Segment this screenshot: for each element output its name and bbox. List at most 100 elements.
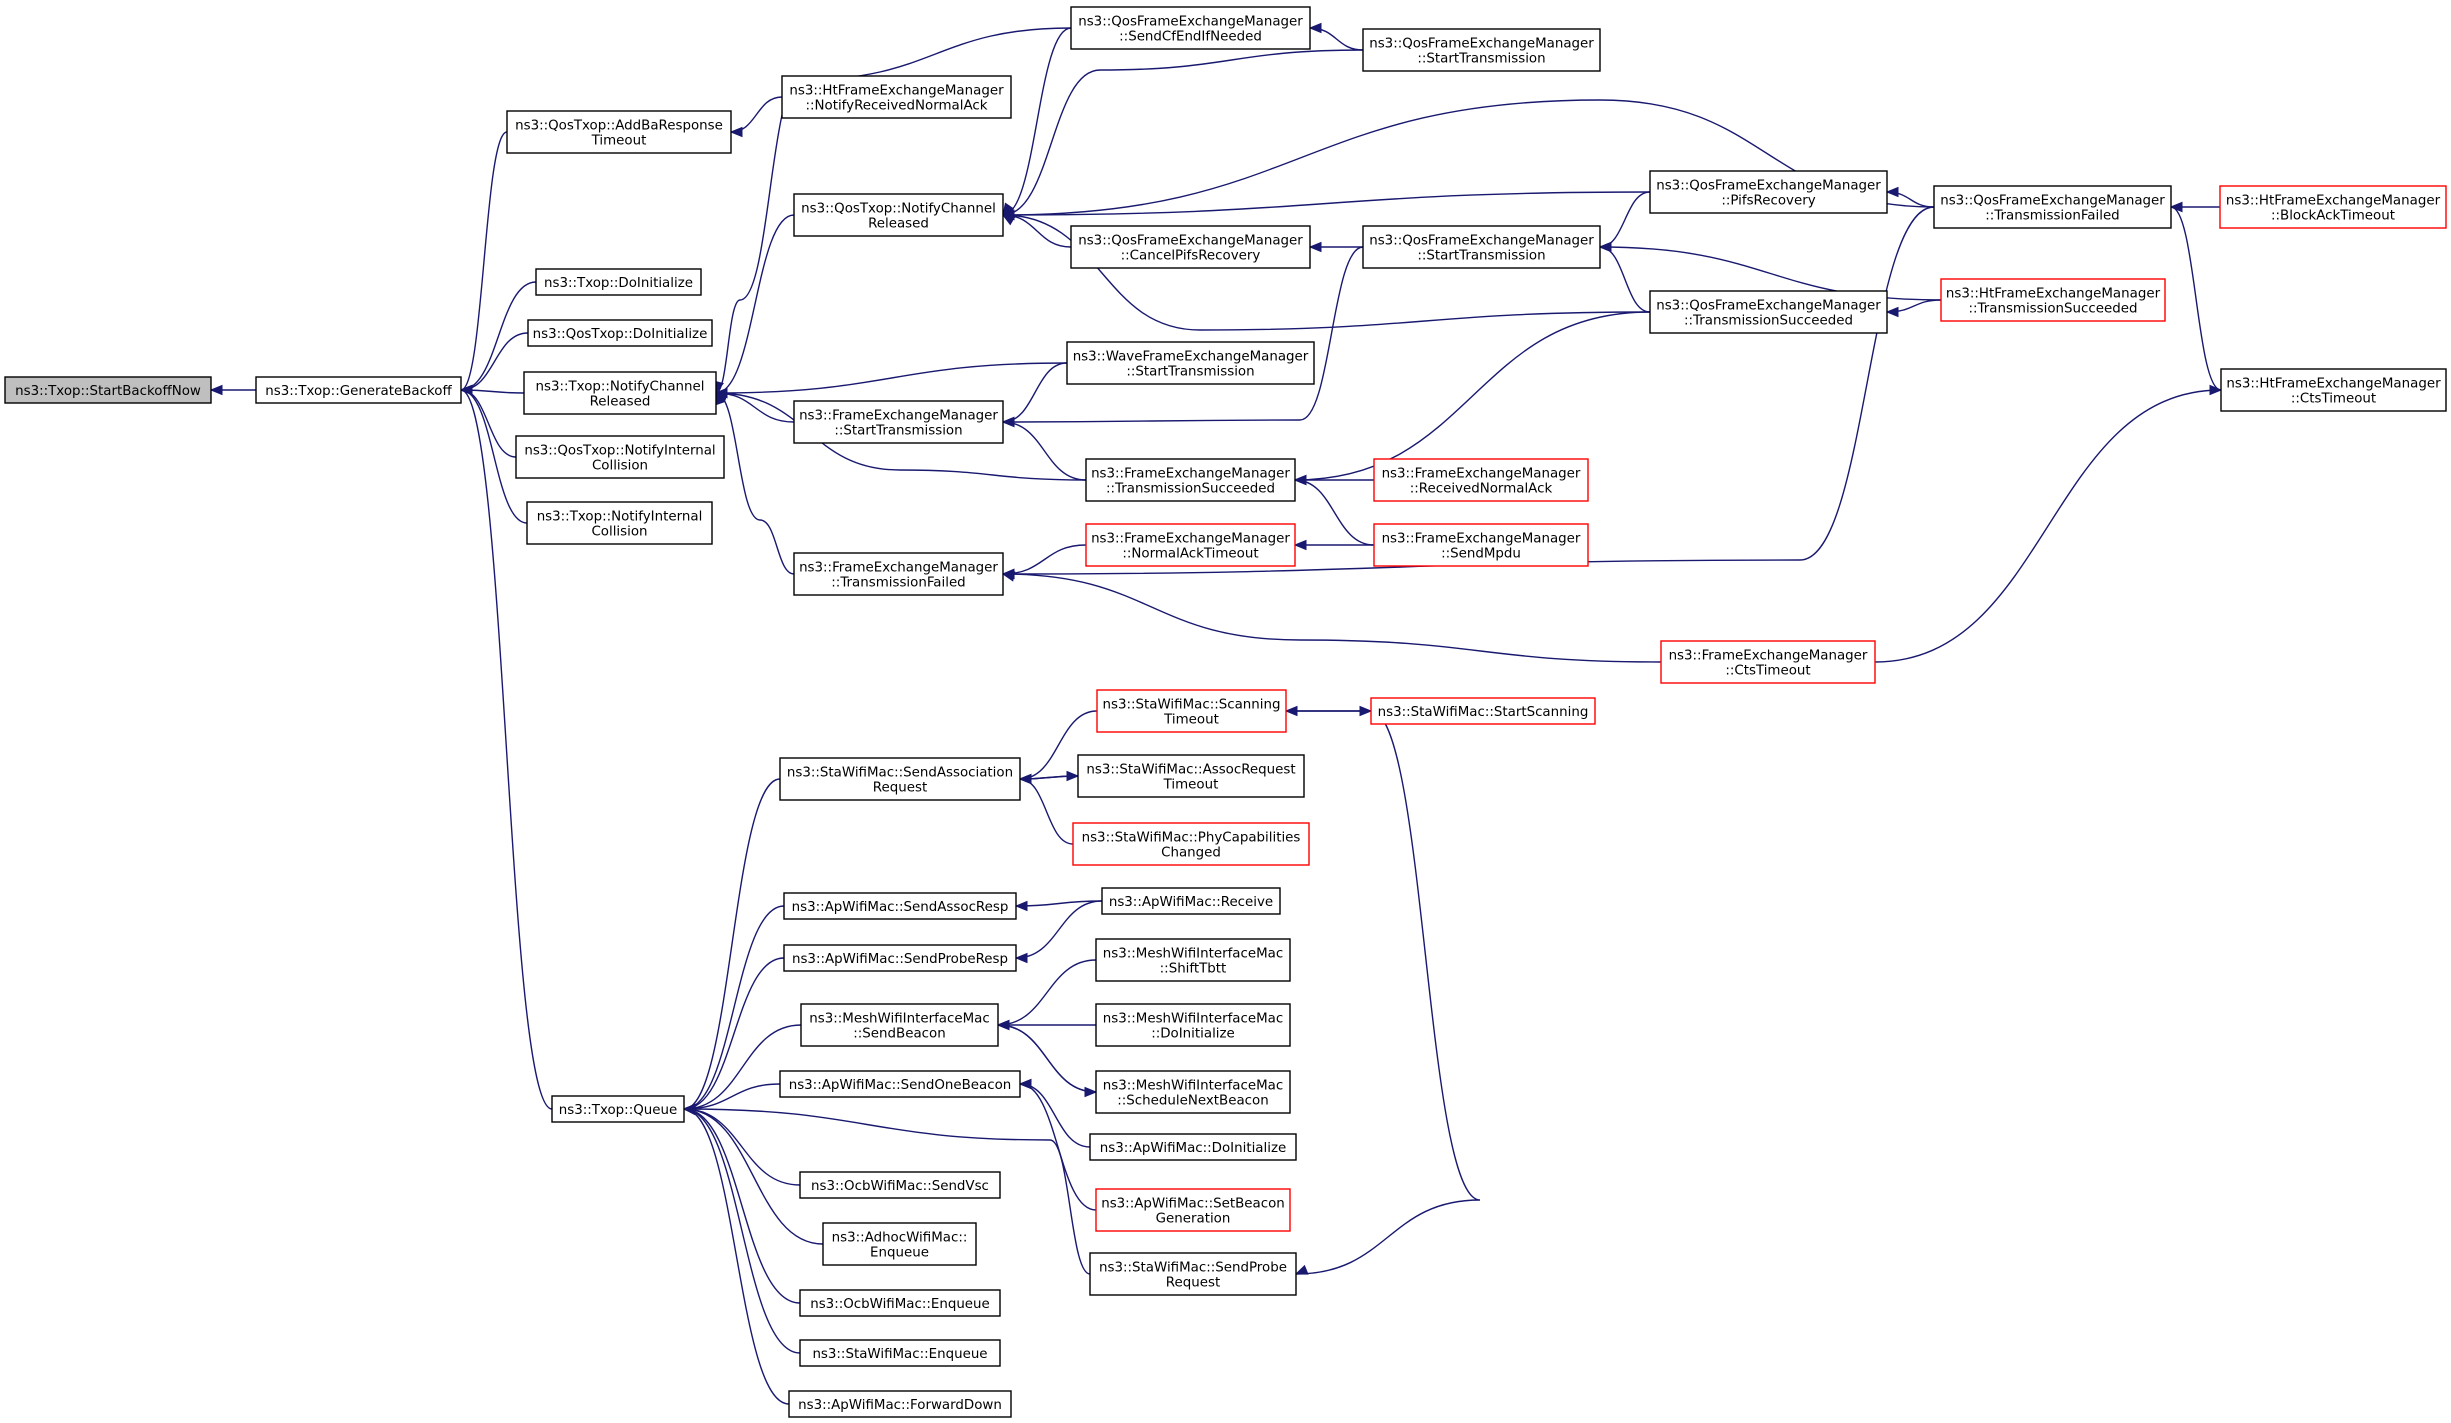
node-label: ::DoInitialize xyxy=(1151,1027,1235,1042)
call-edge xyxy=(1874,389,2222,663)
node-label: Released xyxy=(590,395,651,410)
node-label: ns3::QosTxop::AddBaResponse xyxy=(515,119,723,134)
node-ap-forward-down[interactable]: ns3::ApWifiMac::ForwardDown xyxy=(788,1390,1012,1418)
call-edge xyxy=(715,214,795,394)
node-label: Collision xyxy=(591,525,647,540)
node-qfem-start-tx2[interactable]: ns3::QosFrameExchangeManager::StartTrans… xyxy=(1362,225,1601,269)
call-edge xyxy=(683,1108,824,1245)
node-label: ::StartTransmission xyxy=(834,424,962,439)
node-label: ns3::QosFrameExchangeManager xyxy=(1656,179,1881,194)
node-qfem-tx-succeeded[interactable]: ns3::QosFrameExchangeManager::Transmissi… xyxy=(1649,290,1888,334)
node-fem-start-tx[interactable]: ns3::FrameExchangeManager::StartTransmis… xyxy=(793,400,1004,444)
node-box xyxy=(1095,1188,1291,1232)
node-box xyxy=(527,319,713,347)
node-label: ns3::WaveFrameExchangeManager xyxy=(1073,350,1309,365)
node-sta-enqueue[interactable]: ns3::StaWifiMac::Enqueue xyxy=(799,1339,1001,1367)
node-ocb-send-vsc[interactable]: ns3::OcbWifiMac::SendVsc xyxy=(799,1171,1001,1199)
node-txop-queue[interactable]: ns3::Txop::Queue xyxy=(551,1095,685,1123)
node-ap-send-one-beacon[interactable]: ns3::ApWifiMac::SendOneBeacon xyxy=(779,1070,1021,1098)
node-qfem-pifs-recovery[interactable]: ns3::QosFrameExchangeManager::PifsRecove… xyxy=(1649,170,1888,214)
node-qfem-tx-failed[interactable]: ns3::QosFrameExchangeManager::Transmissi… xyxy=(1933,185,2172,229)
call-edge xyxy=(2170,206,2222,391)
node-ht-block-ack-timeout[interactable]: ns3::HtFrameExchangeManager::BlockAckTim… xyxy=(2219,185,2447,229)
node-txop-do-init[interactable]: ns3::Txop::DoInitialize xyxy=(535,268,702,296)
node-adhoc-enqueue[interactable]: ns3::AdhocWifiMac::Enqueue xyxy=(822,1222,977,1266)
node-label: ns3::StaWifiMac::StartScanning xyxy=(1378,705,1589,720)
node-label: ns3::HtFrameExchangeManager xyxy=(2226,194,2441,209)
node-box xyxy=(2219,185,2447,229)
node-mesh-do-init[interactable]: ns3::MeshWifiInterfaceMac::DoInitialize xyxy=(1095,1003,1291,1047)
node-ap-receive[interactable]: ns3::ApWifiMac::Receive xyxy=(1101,887,1281,915)
node-fem-received-ack[interactable]: ns3::FrameExchangeManager::ReceivedNorma… xyxy=(1373,458,1589,502)
node-ht-notify-ack[interactable]: ns3::HtFrameExchangeManager::NotifyRecei… xyxy=(781,75,1012,119)
node-sta-start-scanning[interactable]: ns3::StaWifiMac::StartScanning xyxy=(1370,697,1596,725)
node-box xyxy=(783,944,1017,972)
node-label: ns3::FrameExchangeManager xyxy=(799,409,998,424)
node-ap-send-assoc-resp[interactable]: ns3::ApWifiMac::SendAssocResp xyxy=(783,892,1017,920)
node-ocb-enqueue[interactable]: ns3::OcbWifiMac::Enqueue xyxy=(799,1289,1001,1317)
call-edge xyxy=(1002,246,1364,423)
call-edge xyxy=(683,1024,802,1110)
arrowhead xyxy=(729,126,743,138)
node-mesh-send-beacon[interactable]: ns3::MeshWifiInterfaceMac::SendBeacon xyxy=(800,1003,999,1047)
node-qfem-cancel-pifs[interactable]: ns3::QosFrameExchangeManager::CancelPifs… xyxy=(1070,225,1311,269)
call-edge xyxy=(1294,311,1651,481)
node-qfem-send-cf-end[interactable]: ns3::QosFrameExchangeManager::SendCfEndI… xyxy=(1070,6,1311,50)
node-mesh-shift-tbtt[interactable]: ns3::MeshWifiInterfaceMac::ShiftTbtt xyxy=(1095,938,1291,982)
node-fem-cts-timeout[interactable]: ns3::FrameExchangeManager::CtsTimeout xyxy=(1660,640,1876,684)
node-ap-send-probe-resp[interactable]: ns3::ApWifiMac::SendProbeResp xyxy=(783,944,1017,972)
node-box xyxy=(1933,185,2172,229)
node-label: ns3::FrameExchangeManager xyxy=(1669,649,1868,664)
node-label: ns3::Txop::NotifyChannel xyxy=(536,380,705,395)
node-box xyxy=(1066,341,1315,385)
node-label: ::StartTransmission xyxy=(1126,365,1254,380)
node-label: ns3::HtFrameExchangeManager xyxy=(789,84,1004,99)
node-box xyxy=(799,1339,1001,1367)
node-ap-do-init[interactable]: ns3::ApWifiMac::DoInitialize xyxy=(1089,1133,1297,1161)
node-label: ns3::Txop::GenerateBackoff xyxy=(265,384,452,399)
node-label: ns3::MeshWifiInterfaceMac xyxy=(1103,1012,1283,1027)
node-label: ns3::ApWifiMac::SendProbeResp xyxy=(792,952,1008,967)
node-qfem-start-tx1[interactable]: ns3::QosFrameExchangeManager::StartTrans… xyxy=(1362,28,1601,72)
graph-edges xyxy=(209,22,2223,1405)
node-box xyxy=(822,1222,977,1266)
node-ht-tx-succeeded[interactable]: ns3::HtFrameExchangeManager::Transmissio… xyxy=(1940,278,2166,322)
node-box xyxy=(779,1070,1021,1098)
node-box xyxy=(1095,1003,1291,1047)
node-mesh-schedule-next[interactable]: ns3::MeshWifiInterfaceMac::ScheduleNextB… xyxy=(1095,1070,1291,1114)
node-label: ns3::QosFrameExchangeManager xyxy=(1656,299,1881,314)
node-generate-backoff[interactable]: ns3::Txop::GenerateBackoff xyxy=(255,376,462,404)
node-box xyxy=(1070,225,1311,269)
node-label: Changed xyxy=(1161,846,1221,861)
node-label: ns3::HtFrameExchangeManager xyxy=(2226,377,2441,392)
node-box xyxy=(523,371,717,415)
node-fem-tx-failed[interactable]: ns3::FrameExchangeManager::TransmissionF… xyxy=(793,552,1004,596)
node-fem-send-mpdu[interactable]: ns3::FrameExchangeManager::SendMpdu xyxy=(1373,523,1589,567)
node-box xyxy=(1370,697,1596,725)
node-label: ns3::MeshWifiInterfaceMac xyxy=(1103,1079,1283,1094)
node-wave-start-tx[interactable]: ns3::WaveFrameExchangeManager::StartTran… xyxy=(1066,341,1315,385)
node-ht-cts-timeout[interactable]: ns3::HtFrameExchangeManager::CtsTimeout xyxy=(2220,368,2447,412)
node-fem-normal-ack-timeout[interactable]: ns3::FrameExchangeManager::NormalAckTime… xyxy=(1085,523,1296,567)
call-edge xyxy=(460,131,508,391)
node-label: ns3::StaWifiMac::PhyCapabilities xyxy=(1082,831,1301,846)
node-box xyxy=(1649,170,1888,214)
call-edge xyxy=(683,1083,781,1110)
call-edge xyxy=(1002,573,1662,663)
node-label: ::TransmissionFailed xyxy=(831,576,965,591)
node-qos-do-init[interactable]: ns3::QosTxop::DoInitialize xyxy=(527,319,713,347)
node-fem-tx-succeeded[interactable]: ns3::FrameExchangeManager::TransmissionS… xyxy=(1085,458,1296,502)
node-label: ::TransmissionSucceeded xyxy=(1684,314,1853,329)
node-box xyxy=(1649,290,1888,334)
